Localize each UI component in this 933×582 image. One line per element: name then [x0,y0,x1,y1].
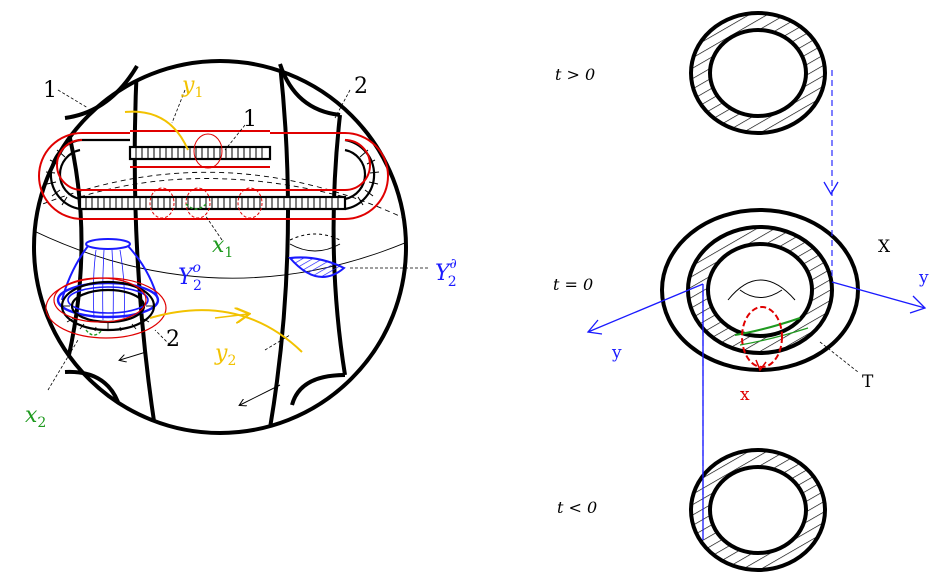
x1-curve [185,203,207,210]
label-Y2d-sup: ∂ [450,256,457,272]
corner-cusps [64,63,346,406]
label-Y2d-sub: 2 [448,274,457,290]
label-y1: y1 [181,73,203,101]
ladder-band-bottom [78,195,347,211]
arrow-small-1 [120,351,147,360]
annulus-middle [660,208,860,372]
ladder-band-top [128,145,272,161]
label-T: T [862,372,874,392]
blue-arrow-right [909,295,927,314]
dashed-arc-center [79,178,346,198]
label-x2-sub: 2 [37,415,46,431]
label-Y2d: Y∂ 2 [435,256,457,290]
label-x: x [740,385,750,405]
vertical-strips [63,63,347,429]
y2-arrow [214,314,248,318]
right-figure: t > 0 t = 0 t < 0 X T x y y [553,11,929,572]
label-Y2o-var: Y [178,265,195,290]
label-x1-var: x [212,233,225,258]
inner-arc-lower [739,289,783,298]
blue-funnel [56,238,160,321]
label-X: X [878,237,891,257]
x2-curve [85,329,103,336]
ladder-end-right [344,138,380,211]
label-2-bottom: 2 [166,327,180,352]
label-x1-sub: 1 [224,245,233,261]
label-x2-var: x [25,403,38,428]
label-Y2o-sup: o [193,260,201,276]
label-x1: x1 [212,233,233,261]
label-Y2d-var: Y [435,261,452,286]
T-leader [819,341,859,373]
left-figure: 1 2 1 2 y1 x1 x2 y2 Yo2 Y∂2 [25,59,457,435]
inner-arc-upper [727,279,796,301]
label-t-neg: t < 0 [557,498,597,517]
label-x2: x2 [25,403,46,431]
label-Y2o: Yo 2 [178,260,202,294]
Y2-boundary-lens [287,233,346,278]
red-funnel-rings [45,277,167,339]
label-t-pos: t > 0 [555,65,595,84]
label-2-right: 2 [354,74,368,99]
y1-curve [124,110,189,151]
label-y1-var: y [181,73,195,98]
leader-lines [47,89,430,391]
y2-curve [149,309,303,353]
label-y-right: y [918,268,929,288]
red-small-circles [149,133,263,219]
arrow-small-2 [240,384,281,405]
red-loop [38,130,389,220]
annulus-bottom [688,448,828,572]
label-y2-var: y [214,341,228,366]
label-y2: y2 [214,341,236,369]
T-curve [734,317,801,336]
label-1-top: 1 [243,107,257,132]
outer-disk-boundary [32,59,408,435]
blue-arrowhead-down [823,181,839,196]
label-1-left: 1 [43,78,57,103]
label-t-zero: t = 0 [553,275,593,294]
label-Y2o-sub: 2 [193,278,202,294]
annulus-top [688,11,828,135]
label-y2-sub: 2 [227,353,236,369]
blue-arrow-left [586,319,603,335]
equator-curves [34,171,406,279]
T-curve-inner [739,327,809,346]
label-y1-sub: 1 [194,85,203,101]
label-y-left: y [611,343,622,363]
blue-y-axis [587,281,926,540]
